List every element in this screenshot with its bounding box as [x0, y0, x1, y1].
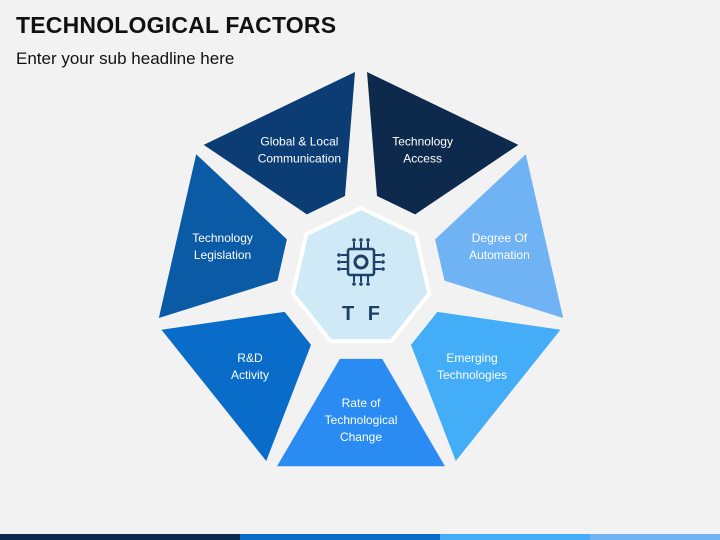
center-label: T F	[342, 303, 384, 325]
segment-shape	[203, 72, 355, 215]
bottom-bar-block	[240, 534, 440, 540]
segment-label: Degree Of Automation	[469, 231, 530, 262]
segment-label-line: Legislation	[194, 248, 251, 262]
segment-label-line: Technology	[192, 231, 253, 245]
segment-label-line: Technological	[325, 413, 398, 427]
segment-label: R&D Activity	[231, 351, 269, 382]
center-hub: T F	[290, 205, 432, 344]
segment-shape	[277, 358, 445, 467]
segment-shape	[410, 311, 561, 461]
segment-label-line: Change	[340, 430, 382, 444]
segment-degree-of-automation: Degree Of Automation	[435, 154, 564, 318]
segment-label-line: Technology	[392, 135, 453, 149]
segment-label-line: Activity	[231, 368, 269, 382]
segment-label-line: Technologies	[437, 368, 507, 382]
segment-label-line: Global & Local	[260, 135, 338, 149]
segment-label-line: Emerging	[446, 351, 497, 365]
bottom-accent-bar	[0, 534, 720, 540]
segment-label-line: Rate of	[342, 396, 381, 410]
chip-gear-icon	[337, 238, 385, 286]
segment-shape	[367, 72, 519, 215]
page-subtitle: Enter your sub headline here	[16, 49, 235, 68]
segment-label-line: Communication	[258, 152, 341, 166]
segment-shape	[161, 311, 312, 461]
segment-label-line: Automation	[469, 248, 530, 262]
segment-shape	[158, 154, 287, 318]
segment-rd-activity: R&D Activity	[161, 311, 312, 461]
segment-label-line: R&D	[237, 351, 263, 365]
segment-label-line: Access	[403, 152, 442, 166]
bottom-bar-block	[0, 534, 240, 540]
segment-label-line: Degree Of	[472, 231, 528, 245]
bottom-bar-block	[440, 534, 590, 540]
bottom-bar-block	[590, 534, 720, 540]
page-title: TECHNOLOGICAL FACTORS	[16, 12, 337, 38]
segment-shape	[435, 154, 564, 318]
